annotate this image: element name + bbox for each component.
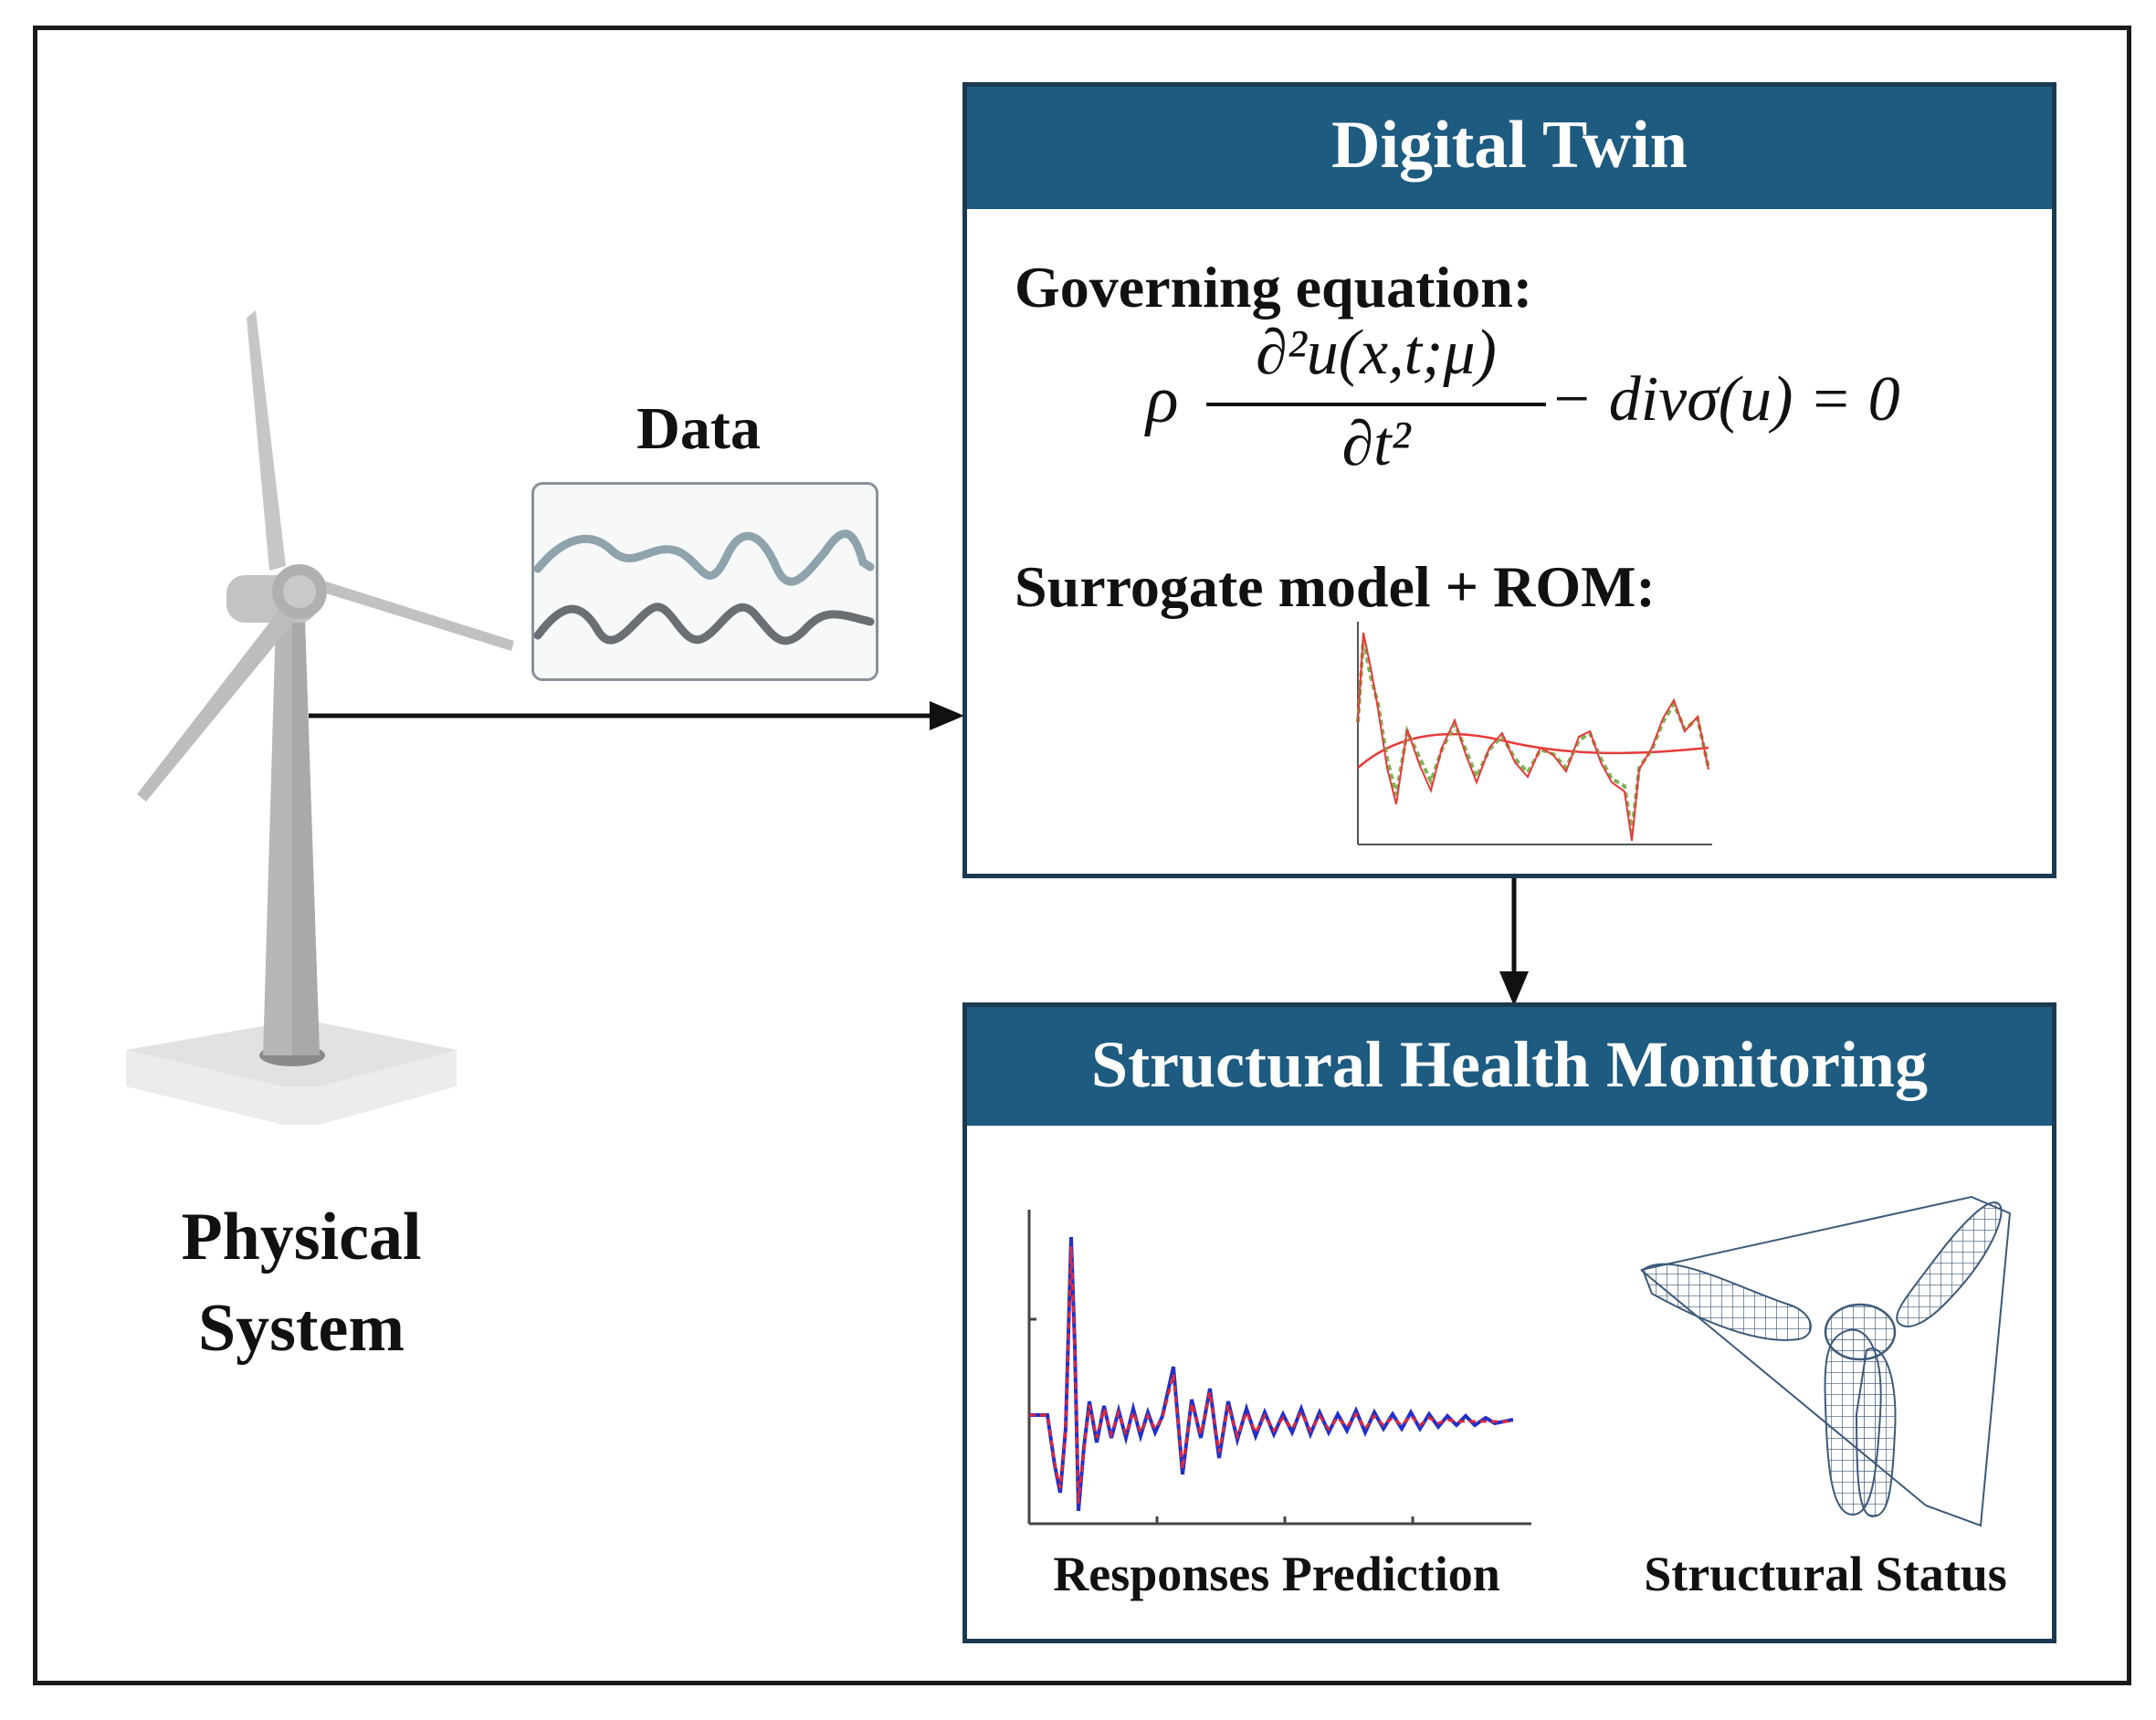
arrow-to-shm [1499, 875, 1529, 1006]
equation-denominator: ∂t² [1341, 409, 1411, 479]
structural-status-mesh-icon [1640, 1195, 2012, 1527]
data-signal-box [531, 482, 878, 681]
physical-system-line1: Physical [181, 1200, 422, 1274]
governing-equation-label: Governing equation: [1015, 255, 1533, 320]
arrow-to-digital-twin [309, 701, 964, 730]
physical-system-line2: System [197, 1291, 405, 1366]
responses-prediction-plot [1027, 1210, 1531, 1526]
digital-twin-panel: Digital Twin Governing equation: ρ ∂²u(x… [962, 82, 2056, 878]
equation-numerator: ∂²u(x,t;μ) [1256, 318, 1497, 388]
data-label: Data [636, 395, 761, 462]
shm-title: Structural Health Monitoring [967, 1007, 2052, 1126]
structural-status-label: Structural Status [1644, 1547, 2007, 1601]
surrogate-rom-plot [1356, 622, 1712, 845]
outer-frame [33, 26, 2131, 1685]
physical-system-label: Physical System [110, 1191, 493, 1374]
responses-prediction-label: Responses Prediction [1053, 1547, 1500, 1601]
equation-rho: ρ [1146, 362, 1179, 437]
governing-equation: ρ ∂²u(x,t;μ) ∂t² − divσ(u) = 0 [967, 87, 2052, 874]
shm-panel: Structural Health Monitoring Responses P… [962, 1002, 2056, 1643]
signal-waves-icon [533, 530, 875, 645]
wind-turbine-icon [126, 310, 514, 1125]
digital-twin-title: Digital Twin [967, 87, 2052, 209]
equation-fraction-bar [1206, 403, 1546, 406]
surrogate-model-label: Surrogate model + ROM: [1015, 554, 1656, 619]
equation-rest: − divσ(u) = 0 [1550, 364, 1900, 435]
